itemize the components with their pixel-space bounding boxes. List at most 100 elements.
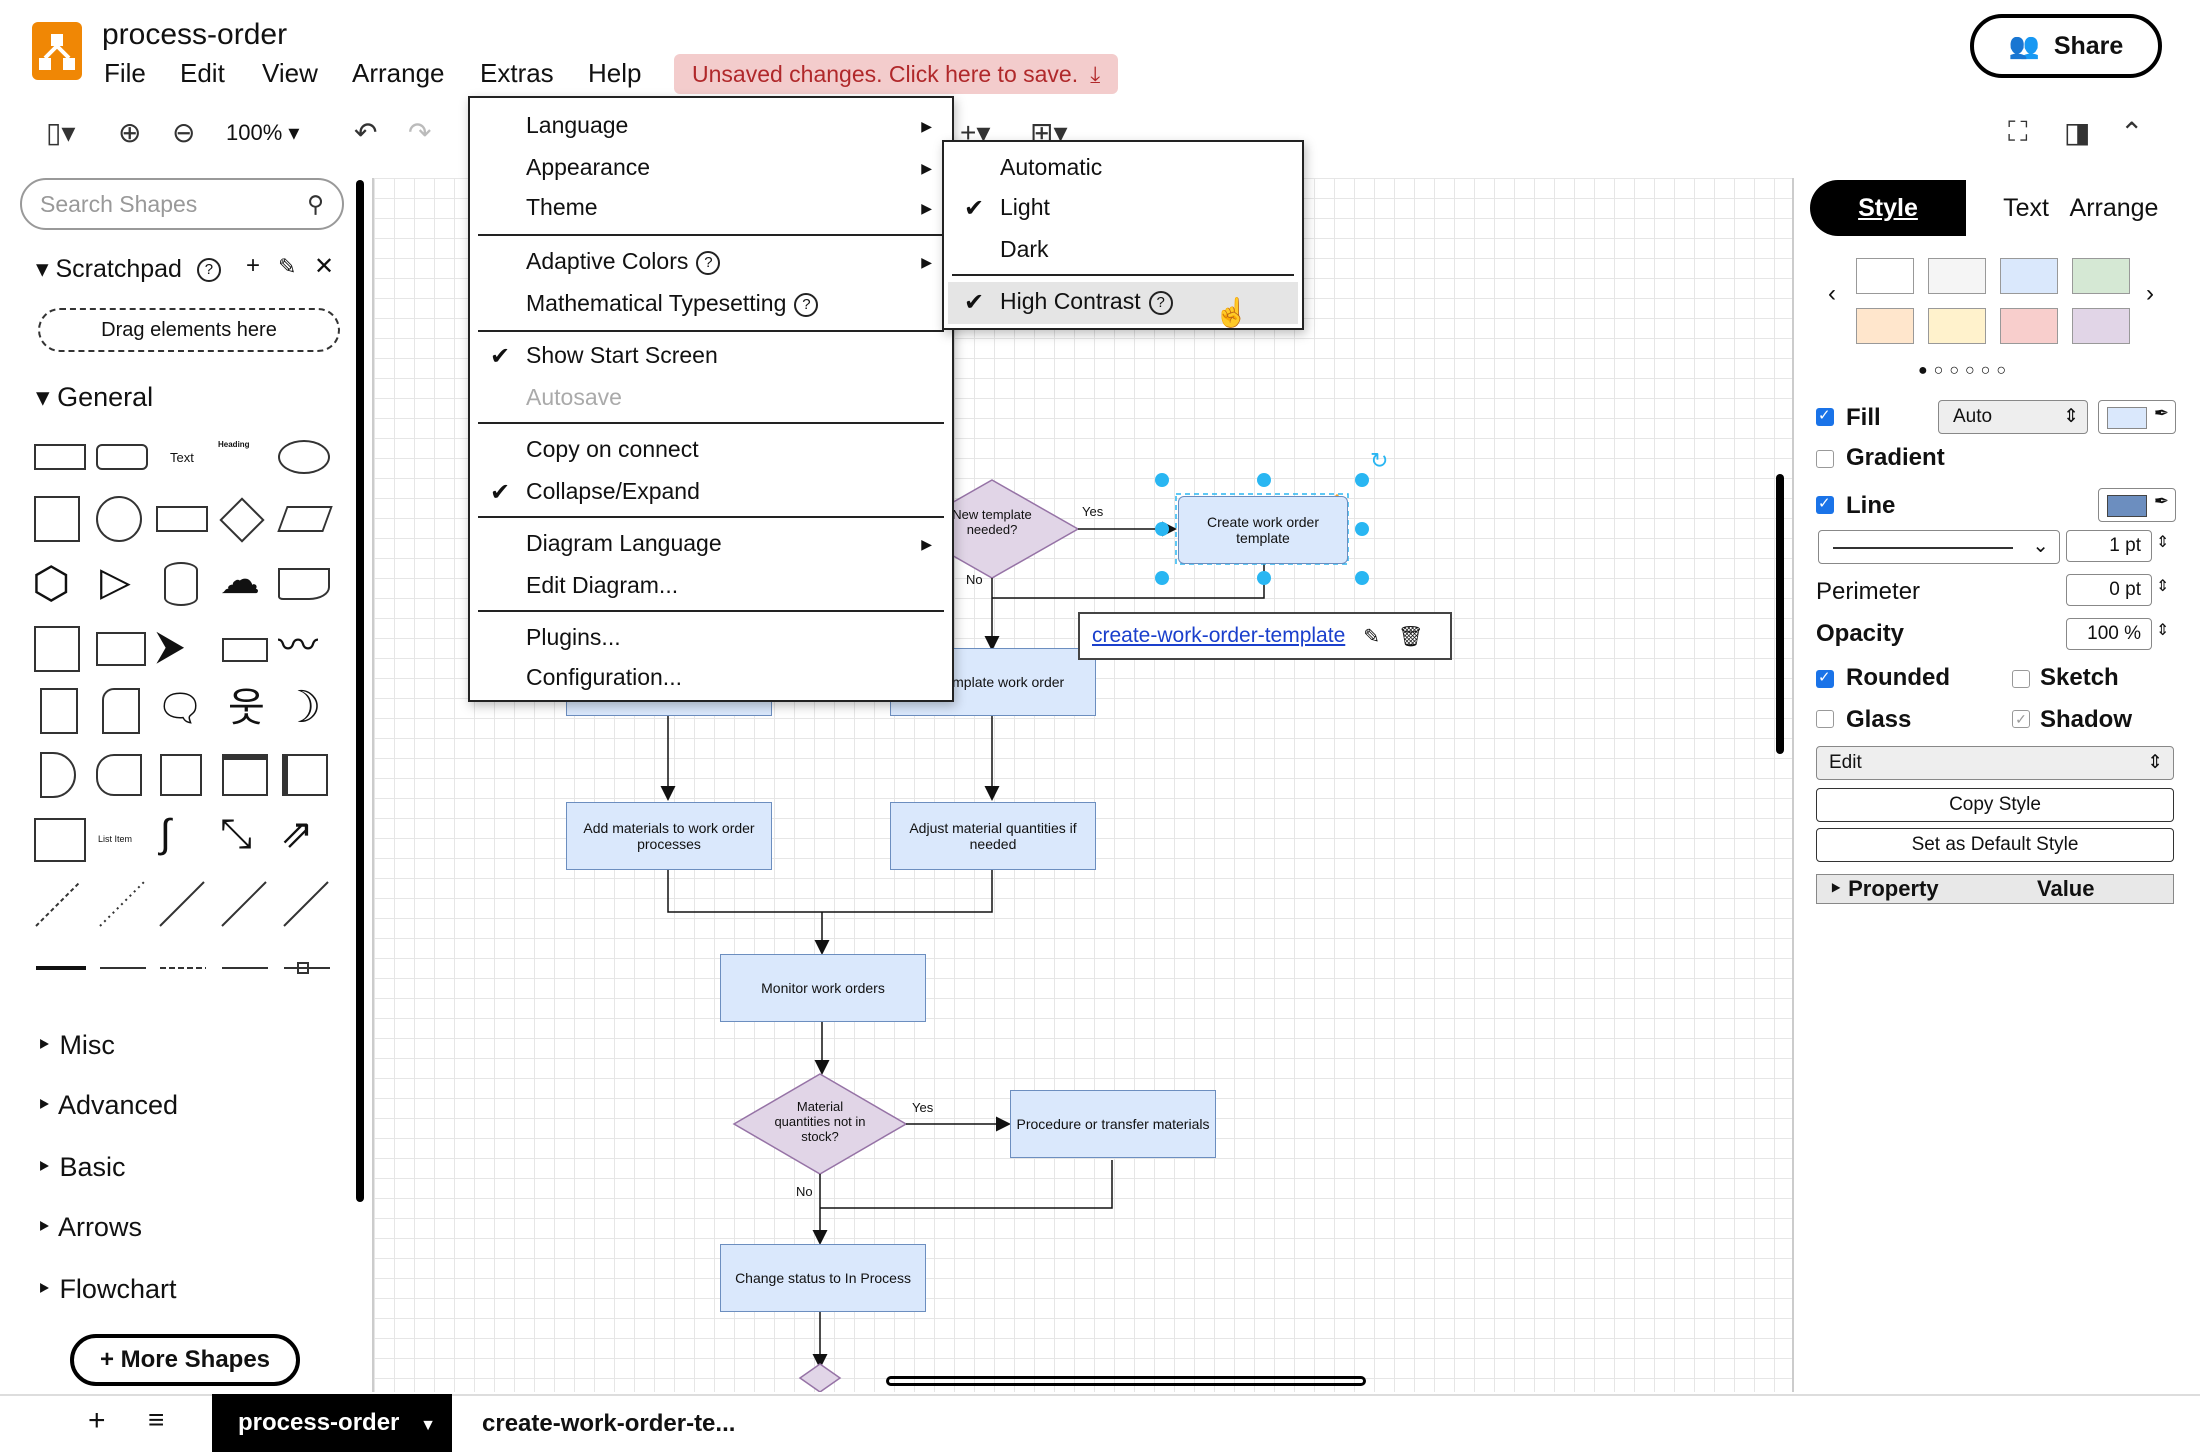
page-tab-create-work-order[interactable]: create-work-order-te... <box>482 1410 736 1437</box>
sidebar-scrollbar[interactable] <box>356 180 364 1202</box>
add-page-icon[interactable]: + <box>88 1404 106 1437</box>
stepper-icon[interactable]: ⇕ <box>2156 578 2170 595</box>
line-width-input[interactable]: 1 pt <box>2066 530 2152 562</box>
link-url[interactable]: create-work-order-template <box>1092 624 1346 647</box>
shape-process[interactable] <box>156 506 208 532</box>
scratchpad-header[interactable]: ▾ Scratchpad ? <box>36 254 221 284</box>
property-table-header[interactable]: ‣ Property Value <box>1816 874 2174 904</box>
document-title[interactable]: process-order <box>102 18 288 51</box>
unsaved-changes-button[interactable]: Unsaved changes. Click here to save. ⤓ <box>674 54 1119 94</box>
line-color-picker[interactable]: ✒ <box>2098 488 2176 522</box>
section-advanced[interactable]: ‣ Advanced <box>36 1090 179 1120</box>
color-swatch[interactable] <box>1856 308 1914 344</box>
scratchpad-dropzone[interactable]: Drag elements here <box>38 308 340 352</box>
menu-item-math-typesetting[interactable]: Mathematical Typesetting? <box>526 290 819 317</box>
edit-select[interactable]: Edit⇕ <box>1816 746 2174 780</box>
menu-extras[interactable]: Extras <box>480 58 554 88</box>
shape-container[interactable] <box>222 754 268 796</box>
shape-ellipse[interactable] <box>278 440 330 474</box>
stepper-icon[interactable]: ⇕ <box>2156 534 2170 551</box>
shape-hexagon[interactable]: ⬡ <box>32 559 71 608</box>
section-flowchart[interactable]: ‣ Flowchart <box>36 1274 177 1304</box>
perimeter-input[interactable]: 0 pt <box>2066 574 2152 606</box>
add-icon[interactable]: + <box>246 252 261 279</box>
node-procedure-transfer[interactable]: Procedure or transfer materials <box>1010 1090 1216 1158</box>
color-swatch[interactable] <box>1856 258 1914 294</box>
shadow-checkbox[interactable]: ✓ <box>2012 710 2030 728</box>
gradient-checkbox[interactable] <box>1816 450 1834 468</box>
color-swatch[interactable] <box>2072 258 2130 294</box>
menu-item-dark[interactable]: Dark <box>1000 236 1049 262</box>
menu-view[interactable]: View <box>262 58 318 88</box>
menu-arrange[interactable]: Arrange <box>352 58 445 88</box>
shape-or[interactable]: ☽ <box>282 683 322 732</box>
redo-icon[interactable]: ↷ <box>408 117 432 148</box>
help-icon[interactable]: ? <box>696 250 721 275</box>
shape-text[interactable]: Text <box>170 450 194 465</box>
trash-icon[interactable]: 🗑 <box>1398 625 1424 648</box>
menu-item-show-start-screen[interactable]: Show Start Screen <box>526 342 718 368</box>
close-icon[interactable]: ✕ <box>314 253 335 280</box>
help-icon[interactable]: ? <box>794 292 819 317</box>
shape-swimlane[interactable] <box>282 754 328 796</box>
shape-triangle[interactable]: ▷ <box>100 560 131 604</box>
menu-item-configuration[interactable]: Configuration... <box>526 664 682 690</box>
page-tab-process-order[interactable]: process-order ▼ <box>212 1394 452 1452</box>
color-swatch[interactable] <box>1928 308 1986 344</box>
copy-style-button[interactable]: Copy Style <box>1816 788 2174 822</box>
pages-menu-icon[interactable]: ≡ <box>148 1404 165 1435</box>
set-default-style-button[interactable]: Set as Default Style <box>1816 828 2174 862</box>
shape-cube[interactable] <box>96 632 146 666</box>
tab-text[interactable]: Text <box>2003 194 2049 222</box>
shape-arrow[interactable]: ⇗ <box>280 812 314 856</box>
shape-internal-storage[interactable] <box>34 626 80 672</box>
sidebar-toggle-icon[interactable]: ▯▾ <box>46 117 76 148</box>
help-icon[interactable]: ? <box>196 258 221 283</box>
share-button[interactable]: 👥 Share <box>1970 14 2162 78</box>
menu-edit[interactable]: Edit <box>180 58 225 88</box>
rounded-checkbox[interactable] <box>1816 668 1834 688</box>
shape-bidirectional-arrow[interactable]: ⤡ <box>220 812 252 856</box>
node-monitor-work-orders[interactable]: Monitor work orders <box>720 954 926 1022</box>
decision-stock[interactable]: Material quantities not in stock? <box>774 1099 866 1144</box>
tab-arrange[interactable]: Arrange <box>2069 194 2159 222</box>
fill-color-picker[interactable]: ✒ <box>2098 400 2176 434</box>
color-swatch[interactable] <box>2000 258 2058 294</box>
pencil-icon[interactable]: ✎ <box>278 254 297 279</box>
chevron-down-icon[interactable]: ▼ <box>420 1417 436 1434</box>
shape-delay[interactable] <box>40 752 76 798</box>
shape-list[interactable] <box>34 818 86 862</box>
shape-document[interactable] <box>278 568 330 600</box>
color-swatch[interactable] <box>1928 258 1986 294</box>
help-icon[interactable]: ? <box>1148 290 1173 315</box>
section-general[interactable]: ▾ General <box>36 382 154 412</box>
section-basic[interactable]: ‣ Basic <box>36 1152 126 1182</box>
shape-circle[interactable] <box>96 496 142 542</box>
shape-actor[interactable]: 웃 <box>228 686 265 730</box>
shape-curve[interactable]: ∫ <box>160 812 171 856</box>
shape-rounded-rectangle[interactable] <box>96 444 148 470</box>
menu-item-diagram-language[interactable]: Diagram Language <box>526 530 722 556</box>
menu-item-light[interactable]: Light <box>1000 194 1050 220</box>
menu-help[interactable]: Help <box>588 58 642 88</box>
glass-checkbox[interactable] <box>1816 710 1834 728</box>
stepper-icon[interactable]: ⇕ <box>2156 622 2170 639</box>
node-adjust-materials[interactable]: Adjust material quantities if needed <box>890 802 1096 870</box>
shape-note[interactable] <box>40 688 78 734</box>
line-checkbox[interactable] <box>1816 494 1834 514</box>
fill-mode-select[interactable]: Auto ⇕ <box>1938 400 2088 434</box>
canvas-vertical-scrollbar[interactable] <box>1776 474 1784 754</box>
sketch-checkbox[interactable] <box>2012 670 2030 688</box>
tab-style[interactable]: Style <box>1810 180 1966 236</box>
menu-item-high-contrast[interactable]: High Contrast? <box>1000 288 1173 315</box>
shape-callout[interactable]: 🗨 <box>156 688 205 730</box>
menu-item-theme[interactable]: Theme <box>526 194 598 220</box>
menu-file[interactable]: File <box>104 58 146 88</box>
shape-step[interactable]: ⮞ <box>156 624 185 668</box>
swatch-prev-icon[interactable]: ‹ <box>1828 280 1836 307</box>
swatch-next-icon[interactable]: › <box>2146 280 2154 307</box>
line-shapes[interactable] <box>30 876 340 986</box>
color-swatch[interactable] <box>2072 308 2130 344</box>
shape-tape[interactable]: 〰 <box>278 624 318 668</box>
search-shapes-input[interactable]: Search Shapes ⚲ <box>20 178 344 230</box>
